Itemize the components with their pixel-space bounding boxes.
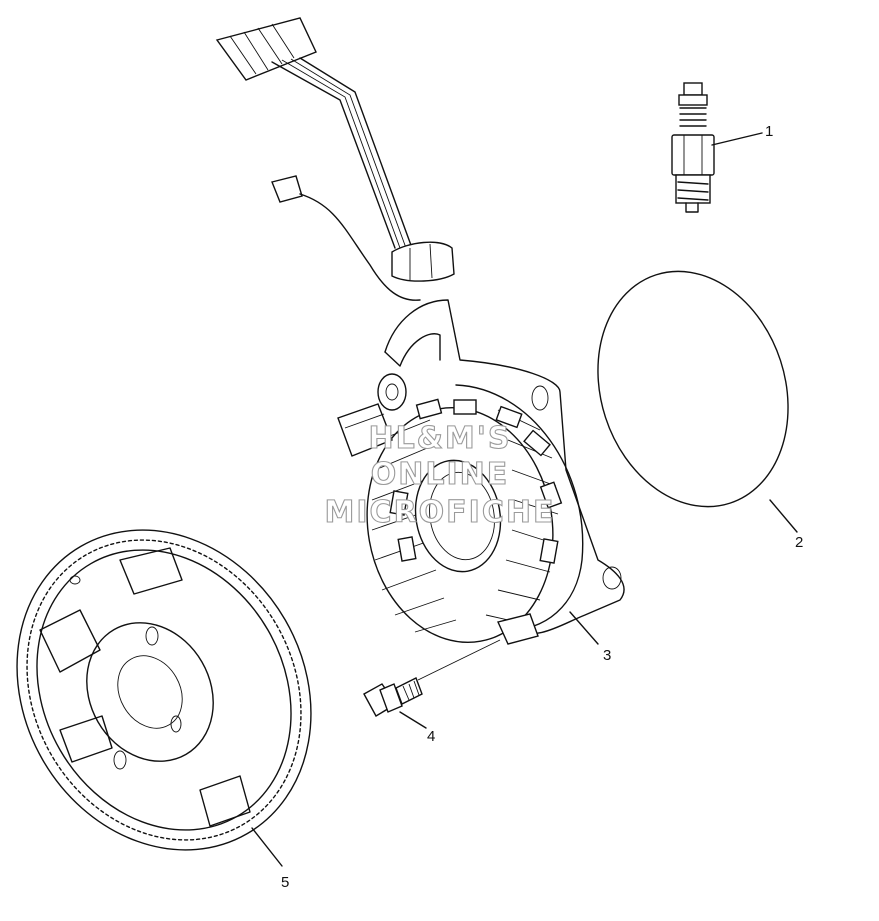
callout-5: 5	[281, 874, 289, 891]
callout-2: 2	[795, 534, 803, 551]
bolt-axis-line	[417, 639, 501, 681]
callout-3: 3	[603, 647, 611, 664]
gasket	[597, 270, 789, 508]
callout-leader-3	[569, 611, 599, 645]
callout-4: 4	[427, 728, 435, 745]
bolt	[363, 677, 423, 717]
watermark-line-3: MICROFICHE	[325, 495, 556, 530]
watermark: HL&M'S ONLINE MICROFICHE	[324, 420, 556, 530]
watermark-line-1: HL&M'S	[368, 421, 511, 456]
callout-1: 1	[765, 123, 773, 140]
watermark-line-2: ONLINE	[371, 457, 510, 492]
spark-plug	[671, 82, 715, 213]
flywheel	[16, 529, 312, 851]
callout-leader-2	[769, 499, 798, 533]
callout-leader-5	[251, 827, 283, 867]
callout-leader-4	[399, 711, 427, 729]
stator-assembly	[215, 17, 625, 645]
callout-leader-1	[711, 132, 763, 146]
